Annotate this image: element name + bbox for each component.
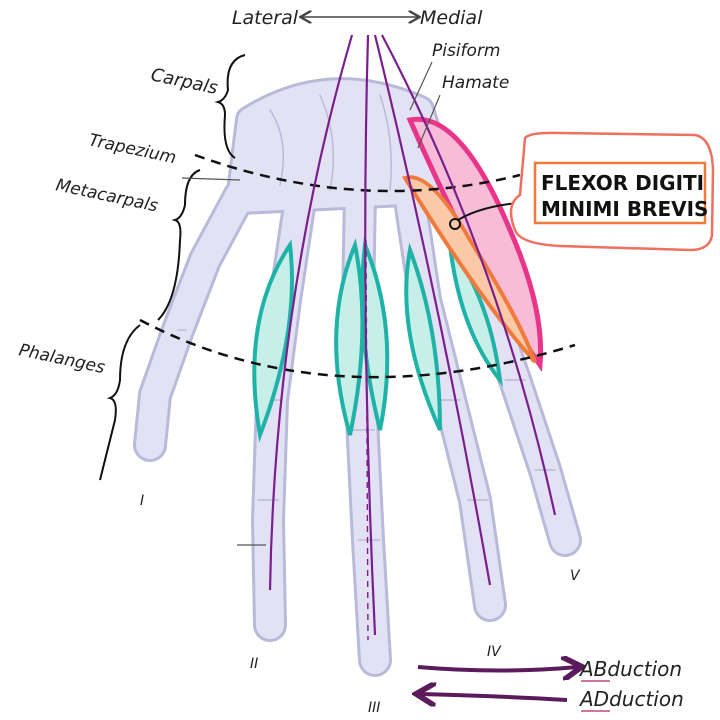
metacarpals-label: Metacarpals bbox=[54, 175, 160, 216]
callout-box: FLEXOR DIGITI MINIMI BREVIS bbox=[509, 131, 715, 252]
phalanges-label: Phalanges bbox=[17, 340, 107, 378]
callout-line-1: FLEXOR DIGITI bbox=[541, 171, 704, 195]
abduction-label: ABduction bbox=[578, 657, 682, 681]
medial-label: Medial bbox=[420, 7, 483, 29]
digit-axes bbox=[268, 34, 557, 641]
adduction-label: ADduction bbox=[578, 687, 684, 711]
adduction-arrow-icon bbox=[420, 694, 568, 700]
callout-anchor bbox=[449, 218, 461, 230]
abduction-arrow-icon bbox=[417, 667, 578, 671]
carpals-label: Carpals bbox=[149, 64, 220, 99]
region-boundaries bbox=[139, 153, 576, 379]
digit-label-5: V bbox=[570, 568, 581, 584]
interossei-muscles bbox=[252, 237, 503, 443]
digit-label-3: III bbox=[368, 700, 380, 716]
digit-label-2: II bbox=[250, 656, 258, 672]
digit-label-4: IV bbox=[487, 644, 502, 660]
hamate-label: Hamate bbox=[442, 73, 509, 93]
pisiform-label: Pisiform bbox=[432, 41, 501, 61]
trapezium-label: Trapezium bbox=[87, 130, 178, 168]
callout-line-2: MINIMI BREVIS bbox=[541, 197, 708, 221]
braces bbox=[99, 54, 246, 481]
digit-label-1: I bbox=[140, 493, 144, 509]
lateral-label: Lateral bbox=[232, 7, 299, 29]
